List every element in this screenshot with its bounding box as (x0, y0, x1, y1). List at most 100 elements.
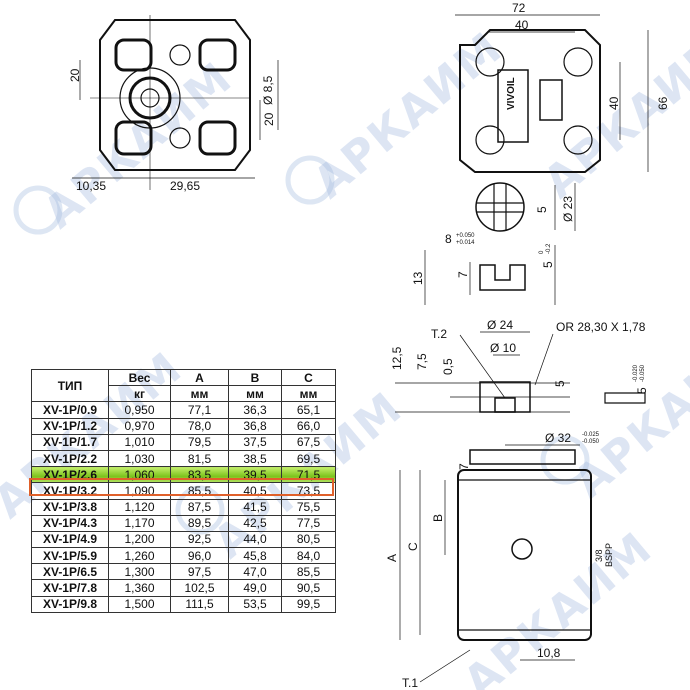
dim-shaft-d23: Ø 23 (561, 196, 575, 222)
cell-b: 36,8 (228, 417, 282, 435)
dim-top-40: 40 (515, 18, 529, 32)
cell-a: 83,5 (170, 466, 229, 484)
cell-weight: 0,970 (108, 417, 171, 435)
cell-b: 53,5 (228, 595, 282, 613)
cell-c: 80,5 (281, 530, 336, 549)
unit-weight: кг (108, 385, 171, 403)
cell-type: XV-1P/7.8 (31, 579, 109, 597)
watermark-text: АРКАИМ (454, 522, 662, 690)
cell-a: 96,0 (170, 547, 229, 565)
cell-weight: 1,090 (108, 482, 171, 500)
dim-body-108: 10,8 (537, 646, 561, 660)
dim-front-v20: 20 (262, 112, 276, 126)
dim-key2-tol-lo: -0.050 (640, 364, 646, 382)
dim-sec-75: 7,5 (415, 353, 429, 370)
cell-type: XV-1P/2.6 (31, 466, 109, 484)
dim-key-13: 13 (411, 271, 425, 285)
cell-c: 65,1 (281, 401, 336, 419)
dim-sec-5: 5 (553, 380, 567, 387)
dim-front-20: 20 (68, 68, 82, 82)
cell-type: XV-1P/3.2 (31, 482, 109, 500)
dim-front-1035: 10,35 (76, 179, 106, 193)
dim-key2-5: 5 (635, 387, 649, 394)
cell-b: 38,5 (228, 449, 282, 468)
dim-body-d32-lo: -0.050 (582, 439, 600, 445)
dimension-labels: 20 Ø 8,5 20 10,35 29,65 72 40 40 66 VIVO… (68, 1, 670, 690)
cell-c: 67,5 (281, 433, 336, 451)
cell-a: 97,5 (170, 563, 229, 581)
cell-a: 85,5 (170, 482, 229, 500)
cell-type: XV-1P/1.2 (31, 417, 109, 435)
cell-b: 39,5 (228, 466, 282, 484)
dim-body-d32: Ø 32 (545, 431, 571, 445)
cell-a: 79,5 (170, 433, 229, 451)
cell-type: XV-1P/2.2 (31, 449, 109, 468)
label-port-type: BSPP (604, 543, 614, 567)
cell-a: 89,5 (170, 514, 229, 532)
cell-b: 44,0 (228, 530, 282, 549)
pump-logo: VIVOIL (506, 77, 517, 110)
cell-a: 78,0 (170, 417, 229, 435)
cell-a: 92,5 (170, 530, 229, 549)
cell-weight: 1,120 (108, 498, 171, 516)
body-view (399, 444, 592, 683)
cell-c: 73,5 (281, 482, 336, 500)
dim-body-7: 7 (457, 463, 471, 470)
cell-weight: 0,950 (108, 401, 171, 419)
dim-key-8: 8 (445, 232, 452, 246)
header-a: A (170, 368, 229, 387)
dim-key-7: 7 (456, 271, 470, 278)
section-view (395, 331, 646, 413)
cell-c: 90,5 (281, 579, 336, 597)
dim-front-d85: Ø 8,5 (261, 75, 275, 105)
cell-b: 47,0 (228, 563, 282, 581)
dim-body-A: A (385, 554, 399, 562)
cell-weight: 1,170 (108, 514, 171, 532)
cell-c: 66,0 (281, 417, 336, 435)
cell-c: 99,5 (281, 595, 336, 613)
key-view (424, 245, 556, 305)
dim-key-tol5-up: 0 (539, 250, 545, 254)
cell-a: 77,1 (170, 401, 229, 419)
dim-sec-d10: Ø 10 (490, 341, 516, 355)
cell-weight: 1,360 (108, 579, 171, 597)
dim-body-B: B (431, 514, 445, 522)
cell-weight: 1,010 (108, 433, 171, 451)
dim-key-tol5-lo: -0.2 (546, 243, 552, 254)
cell-type: XV-1P/1.7 (31, 433, 109, 451)
cell-c: 84,0 (281, 547, 336, 565)
cell-weight: 1,260 (108, 547, 171, 565)
dim-key2-tol-up: -0.020 (633, 364, 639, 382)
top-view (455, 14, 649, 173)
dim-body-C: C (406, 542, 420, 551)
cell-c: 77,5 (281, 514, 336, 532)
cell-c: 85,5 (281, 563, 336, 581)
header-type: ТИП (31, 368, 109, 403)
cell-weight: 1,300 (108, 563, 171, 581)
dim-front-2965: 29,65 (170, 179, 200, 193)
label-oring: OR 28,30 X 1,78 (556, 320, 646, 334)
dim-top-66: 66 (656, 96, 670, 110)
label-t2: T.2 (431, 327, 447, 341)
cell-type: XV-1P/6.5 (31, 563, 109, 581)
dim-key-5: 5 (541, 261, 555, 268)
cell-c: 69,5 (281, 449, 336, 468)
cell-c: 71,5 (281, 466, 336, 484)
dim-sec-125: 12,5 (390, 346, 404, 370)
cell-a: 102,5 (170, 579, 229, 597)
cell-c: 75,5 (281, 498, 336, 516)
cell-b: 37,5 (228, 433, 282, 451)
cell-type: XV-1P/3.8 (31, 498, 109, 516)
cell-type: XV-1P/4.3 (31, 514, 109, 532)
dim-top-h40: 40 (607, 96, 621, 110)
